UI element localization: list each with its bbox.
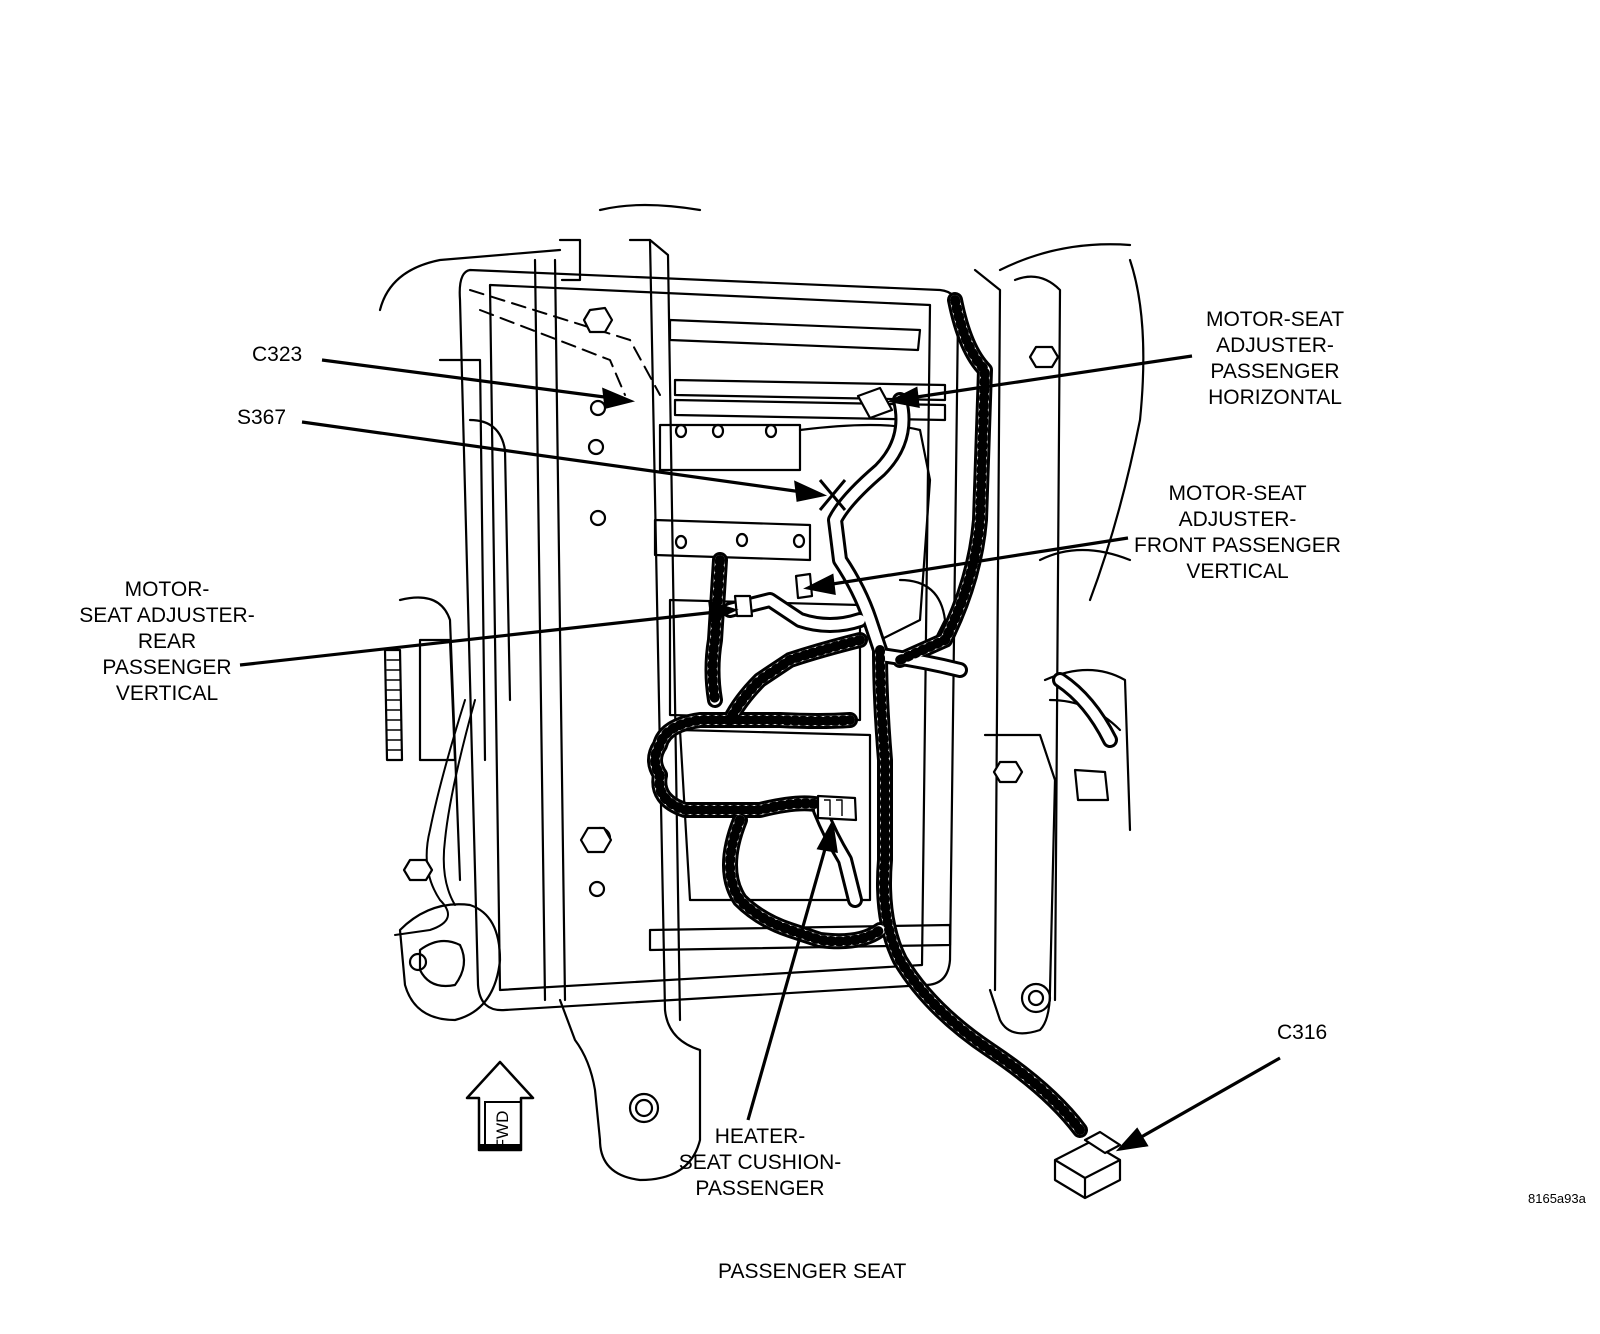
arrow-rear-vertical xyxy=(239,610,717,667)
arrow-c323 xyxy=(321,358,613,400)
leader-arrows xyxy=(239,354,1281,1152)
arrow-c316 xyxy=(1135,1056,1281,1142)
fwd-label: FWD xyxy=(493,1111,512,1150)
wiring-harness xyxy=(394,289,1118,1138)
arrow-front-vertical xyxy=(825,536,1129,587)
label-motor-seat-adjuster-passenger-horizontal: MOTOR-SEAT ADJUSTER- PASSENGER HORIZONTA… xyxy=(1205,308,1345,409)
arrowhead-rear-vertical xyxy=(708,600,739,623)
seat-frame xyxy=(378,203,1145,1182)
connector-horizontal-motor xyxy=(856,386,894,420)
arrowhead-c316 xyxy=(1115,1127,1149,1152)
arrow-heater xyxy=(746,841,829,1121)
connector-heater xyxy=(816,794,858,822)
arrowhead-s367 xyxy=(794,480,828,502)
figure-id: 8165a93a xyxy=(1528,1191,1586,1206)
fwd-arrow-indicator: FWD xyxy=(465,1060,535,1152)
arrowhead-horizontal xyxy=(887,386,920,408)
splice-s367 xyxy=(818,479,847,511)
label-c316: C316 xyxy=(1277,1021,1328,1044)
label-motor-seat-adjuster-front-passenger-vertical: MOTOR-SEAT ADJUSTER- FRONT PASSENGER VER… xyxy=(1134,482,1341,583)
label-heater-seat-cushion-passenger: HEATER- SEAT CUSHION- PASSENGER xyxy=(678,1125,842,1200)
arrowhead-front-vertical xyxy=(803,573,836,595)
arrowhead-heater xyxy=(816,819,838,853)
arrowhead-c323 xyxy=(602,387,636,409)
arrow-s367 xyxy=(301,420,803,494)
connector-front-vertical xyxy=(794,572,814,600)
label-c323: C323 xyxy=(252,343,303,366)
arrow-horizontal xyxy=(909,354,1193,400)
connector-rear-vertical xyxy=(733,594,754,618)
figure-caption: PASSENGER SEAT xyxy=(718,1260,907,1283)
label-s367: S367 xyxy=(237,406,287,429)
label-motor-seat-adjuster-rear-passenger-vertical: MOTOR- SEAT ADJUSTER- REAR PASSENGER VER… xyxy=(79,578,255,705)
connectors xyxy=(402,306,1122,1200)
